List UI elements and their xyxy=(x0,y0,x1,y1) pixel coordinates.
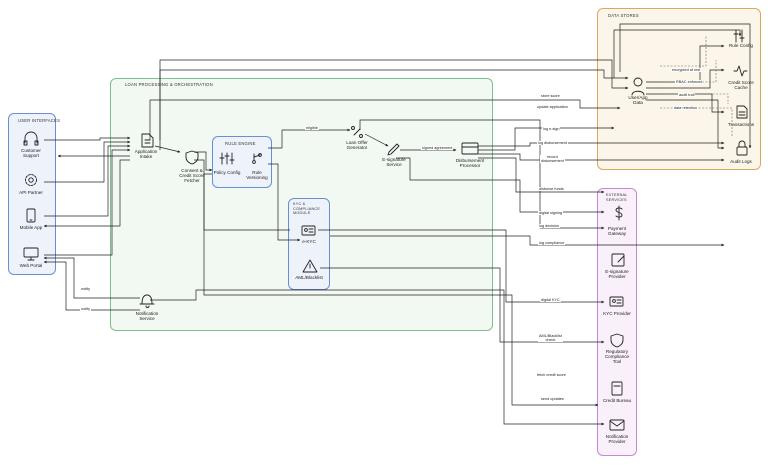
calculator-icon xyxy=(611,381,623,396)
group-title-loan-processing: LOAN PROCESSING & ORCHESTRATION xyxy=(125,82,213,87)
edge-label-send-updates: send updates xyxy=(540,397,565,402)
shield-icon xyxy=(185,150,199,165)
edge-label-digital-kyc: digital KYC xyxy=(540,298,561,303)
node-application-intake: Application Intake xyxy=(134,149,158,160)
node-customer-support: Customer Support xyxy=(21,148,41,159)
edge-label-log-disbursement: log disbursement xyxy=(537,141,568,146)
node-ekyc: e-KYC xyxy=(302,239,316,244)
node-esignature-provider: E-signature Provider xyxy=(605,269,629,280)
activity-pulse-icon xyxy=(733,65,748,77)
bank-card-icon xyxy=(461,142,479,155)
node-payment-gateway: Payment Gateway xyxy=(607,226,627,237)
sliders-icon xyxy=(219,152,235,165)
group-title-user-interfaces: USER INTERFACES xyxy=(18,118,61,123)
edge-label-log-esign: log e-sign xyxy=(542,127,561,132)
dollar-icon xyxy=(615,205,623,221)
node-kyc-provider: KYC Provider xyxy=(603,311,631,316)
group-title-kyc: KYC & COMPLIANCE MODULE xyxy=(293,202,321,216)
compliance-shield-icon xyxy=(610,333,624,348)
mobile-phone-icon xyxy=(26,208,36,223)
node-notification-provider: Notification Provider xyxy=(605,434,629,445)
monitor-icon xyxy=(23,247,39,261)
node-credit-bureau: Credit Bureau xyxy=(602,398,632,403)
edge-label-log-decision: log decision xyxy=(538,224,561,229)
mail-icon xyxy=(609,419,625,431)
edge-label-encrypted-at-rest: encrypted at rest xyxy=(671,68,702,73)
group-title-external-services: EXTERNAL SERVICES xyxy=(606,193,628,202)
edge-label-signed-agreement: signed agreement xyxy=(421,146,454,151)
toggle-switch-icon xyxy=(351,126,363,138)
group-title-data-stores: DATA STORES xyxy=(608,13,639,18)
edge-label-eligible: eligible xyxy=(305,126,319,131)
database-user-icon xyxy=(631,77,645,96)
edge-label-record-disbursement: record disbursement xyxy=(540,155,565,164)
kyc-id-icon xyxy=(609,296,624,307)
node-rule-versioning: Rule Versioning xyxy=(246,170,268,181)
lock-icon xyxy=(736,140,748,156)
edge-label-log-compliance: log compliance xyxy=(538,241,566,246)
sliders-config-icon xyxy=(733,29,745,43)
edge-label-fetch-credit-score: fetch credit score xyxy=(536,373,567,378)
edge-label-digital-signing: digital signing xyxy=(538,211,564,216)
group-kyc: KYC & COMPLIANCE MODULE xyxy=(288,198,330,290)
node-loan-offer-generator: Loan Offer Generator xyxy=(346,140,368,151)
node-esignature-service: E-signature Service xyxy=(382,157,406,168)
edge-label-rbac-enforced: RBAC enforced xyxy=(675,80,704,85)
receipt-icon xyxy=(736,105,748,119)
document-icon xyxy=(141,133,154,148)
bell-icon xyxy=(139,294,155,308)
edge-label-data-retention: data retention xyxy=(673,106,699,111)
node-api-partner: API Partner xyxy=(19,190,43,195)
headset-icon xyxy=(23,131,39,146)
node-web-portal: Web Portal xyxy=(19,263,43,268)
node-userapp-data: User/App Data xyxy=(628,95,648,106)
group-external-services: EXTERNAL SERVICES xyxy=(597,188,637,456)
edit-icon xyxy=(611,253,625,267)
gear-icon xyxy=(25,174,37,186)
node-disbursement-processor: Disbursement Processor xyxy=(455,158,485,169)
node-policy-config: Policy Config xyxy=(213,170,241,175)
node-mobile-app: Mobile App xyxy=(19,225,43,230)
node-aml-blacklist: AML/Blacklist xyxy=(295,275,323,280)
edge-label-notify-2: notify xyxy=(80,307,92,312)
edge-label-notify-1: notify xyxy=(80,287,92,292)
git-branch-icon xyxy=(252,153,262,164)
node-notification-service: Notification Service xyxy=(135,311,159,322)
edge-label-aml-check: AML/Blacklist check xyxy=(538,334,563,343)
node-credit-score-cache: Credit Score Cache xyxy=(728,80,754,91)
warning-triangle-icon xyxy=(302,259,318,273)
edge-label-store-score: store score xyxy=(540,94,561,99)
edge-label-disburse-funds: disburse funds xyxy=(538,187,565,192)
node-transactions: Transactions xyxy=(727,122,755,127)
node-regulatory-tool: Regulatory Compliance Tool xyxy=(604,349,630,365)
id-card-icon xyxy=(301,225,316,236)
node-consent-fetcher: Consent & Credit Score Fetcher xyxy=(179,168,205,184)
group-title-rule-engine: RULE ENGINE xyxy=(225,141,256,146)
edge-label-audit-trail: audit trail xyxy=(678,93,696,98)
node-rule-config: Rule Config xyxy=(728,43,753,48)
node-audit-logs: Audit Logs xyxy=(730,159,752,164)
edge-label-update-application: update application xyxy=(536,105,569,110)
pen-icon xyxy=(387,143,400,156)
